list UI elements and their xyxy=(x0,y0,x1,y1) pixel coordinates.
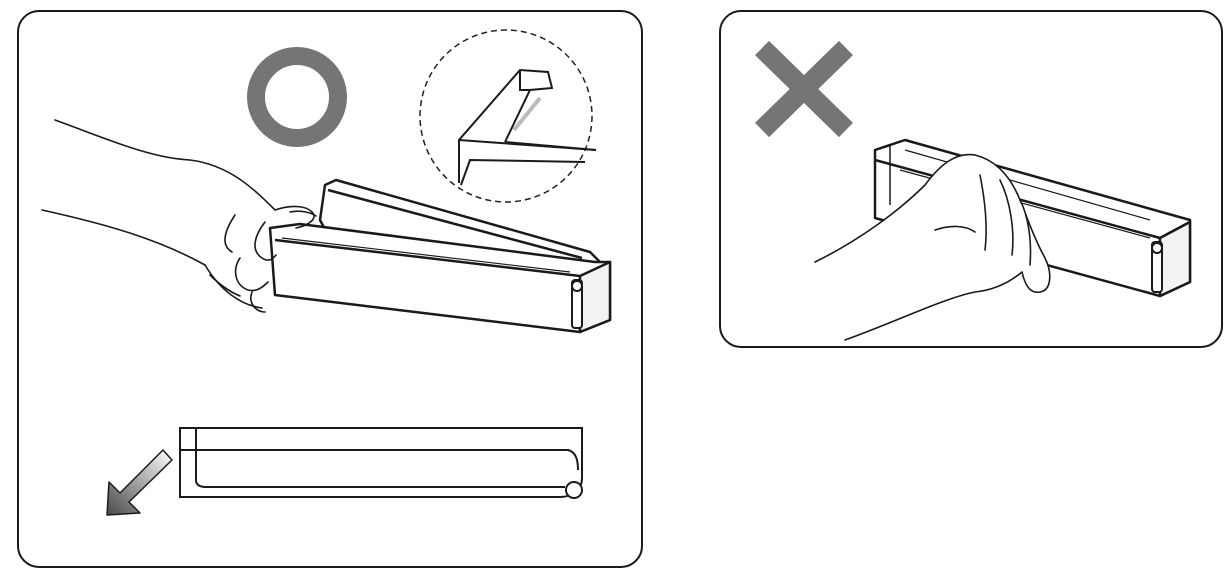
case-closed-hinge xyxy=(1151,241,1163,293)
hand-left xyxy=(41,119,317,313)
magnified-detail xyxy=(419,29,597,203)
correct-circle-mark xyxy=(247,47,347,147)
detail-lid-edge xyxy=(458,68,597,186)
direction-arrow-icon xyxy=(106,449,173,516)
case-flat-outline xyxy=(179,427,583,499)
case-hinge xyxy=(571,279,583,329)
magnifier-dashed-circle xyxy=(419,29,593,203)
hand-gripping xyxy=(814,153,1051,341)
case-open-lid xyxy=(268,178,612,334)
incorrect-cross-mark xyxy=(755,40,853,138)
detail-highlight xyxy=(512,96,542,132)
